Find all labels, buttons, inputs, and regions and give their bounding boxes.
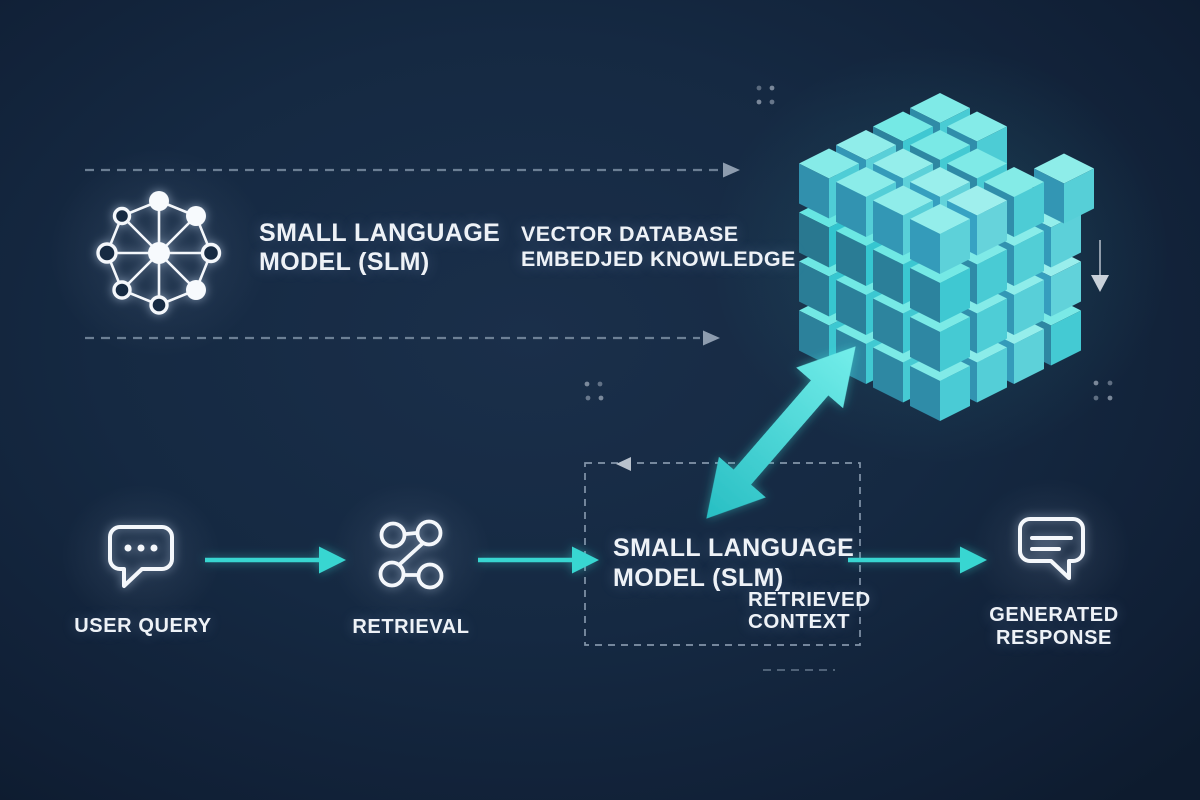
neural-network-icon [96, 191, 222, 315]
slm-top-label-line1: SMALL LANGUAGE [259, 219, 501, 247]
dot-cluster-right [1093, 380, 1113, 401]
vector-database-label-line2: EMBEDJED KNOWLEDGE [521, 246, 796, 271]
chat-bubble-lines-icon [1018, 517, 1085, 580]
generated-response-label: GENERATED RESPONSE [954, 604, 1154, 649]
vector-database-cube-graphic [799, 93, 1094, 421]
retrieved-context-line2: CONTEXT [748, 609, 851, 633]
slm-top-label: SMALL LANGUAGE MODEL (SLM) [259, 219, 500, 277]
slm-box-label: SMALL LANGUAGE MODEL (SLM) [613, 533, 854, 593]
retrieved-context-line1: RETRIEVED [748, 588, 871, 611]
dashed-arrow-top [85, 162, 740, 178]
slm-box-label-line1: SMALL LANGUAGE [613, 534, 855, 562]
dashed-arrow-middle [85, 330, 720, 346]
retrieval-label: RETRIEVAL [352, 616, 470, 638]
dot-cluster-top [756, 85, 775, 105]
linked-nodes-icon [378, 519, 444, 590]
double-headed-knowledge-arrow [706, 346, 856, 519]
arrow-slm-to-response [848, 546, 987, 574]
dot-cluster-center [584, 381, 604, 401]
chat-bubble-dots-icon [108, 525, 174, 588]
user-query-label: USER QUERY [74, 615, 212, 637]
left-triangle-marker [616, 457, 631, 471]
vector-database-label-line1: VECTOR DATABASE [521, 222, 739, 246]
arrow-user-to-retrieval [205, 546, 346, 574]
retrieved-context-label: RETRIEVED CONTEXT [748, 589, 871, 632]
slm-box-label-line2: MODEL (SLM) [613, 564, 784, 592]
vector-database-label: VECTOR DATABASE EMBEDJED KNOWLEDGE [521, 222, 796, 271]
generated-response-line1: GENERATED [989, 604, 1119, 626]
generated-response-line2: RESPONSE [996, 626, 1112, 649]
small-down-arrow-icon [1091, 240, 1109, 292]
slm-top-label-line2: MODEL (SLM) [259, 248, 430, 276]
arrow-retrieval-to-slm [478, 546, 599, 574]
glow-behind-user-query-icon [61, 484, 221, 628]
